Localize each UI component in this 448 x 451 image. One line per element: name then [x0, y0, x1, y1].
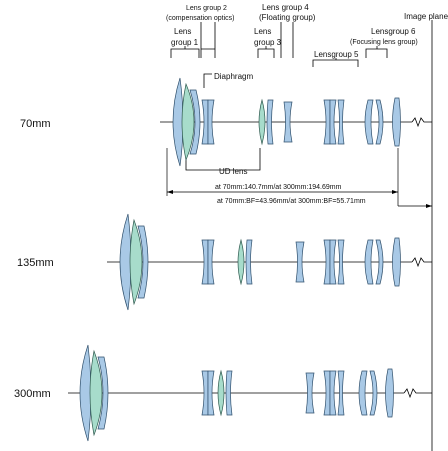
- lens-g1-ud: [181, 82, 195, 162]
- lens-g5-a: [323, 99, 331, 145]
- lens-300-g6-c: [385, 368, 394, 418]
- focal-label-135: 135mm: [17, 257, 54, 269]
- group4-label-line1: Lens group 4: [262, 3, 309, 12]
- lens-300-g1-rear: [97, 356, 109, 430]
- group1-bracket: [170, 46, 200, 58]
- group3-bracket: [257, 46, 275, 58]
- lens-300-g5-a: [323, 370, 331, 416]
- lens-g4: [283, 101, 293, 143]
- length-arrow-right: [392, 190, 398, 194]
- group4-label-line2: (Floating group): [259, 13, 316, 22]
- axis-break-135: [411, 257, 432, 268]
- lens-135-g1-ud: [129, 218, 143, 306]
- lens-135-g6-c: [392, 237, 401, 287]
- axis-break-300: [403, 388, 432, 399]
- diaphragm-leader: [203, 73, 212, 88]
- lens-g2-a: [201, 99, 209, 145]
- lens-300-g2-b: [207, 370, 215, 416]
- lens-135-g5-a: [323, 239, 331, 285]
- lens-300-g4: [305, 372, 315, 414]
- lens-135-g1-front: [119, 213, 132, 311]
- lens-g1-rear: [189, 89, 201, 155]
- group6-label-line2: (Focusing lens group): [350, 39, 418, 46]
- lens-135-g6-a: [364, 239, 374, 285]
- group6-bracket: [365, 46, 388, 58]
- group6-label-line1: Lensgroup 6: [371, 27, 416, 36]
- lens-300-g1-front: [79, 344, 92, 442]
- group3-label-line1: Lens: [254, 27, 271, 36]
- lens-135-g2-b: [207, 239, 215, 285]
- focal-label-300: 300mm: [14, 388, 51, 400]
- lens-135-g4: [295, 241, 305, 283]
- length-note: at 70mm:140.7mm/at 300mm:194.69mm: [215, 184, 342, 191]
- lens-300-g3-b: [225, 370, 233, 416]
- group2-label-line2: (compensation optics): [166, 15, 234, 22]
- bf-note: at 70mm:BF=43.96mm/at 300mm:BF=55.71mm: [217, 198, 366, 205]
- lens-135-g5-b: [329, 239, 337, 285]
- lens-135-g1-rear: [137, 225, 149, 299]
- group2-label-line1: Lens group 2: [186, 5, 227, 12]
- lens-g5-b: [329, 99, 337, 145]
- lens-g6-b: [375, 99, 384, 145]
- lens-135-g6-b: [375, 239, 384, 285]
- lens-300-g1-ud: [89, 349, 103, 437]
- lens-g2-b: [207, 99, 215, 145]
- image-plane-label: Image plane: [404, 12, 448, 21]
- lens-135-g3-a: [237, 238, 245, 286]
- length-arrow-left: [167, 190, 173, 194]
- lens-300-g3-a: [217, 369, 225, 417]
- lens-g3-a: [258, 98, 266, 146]
- group5-bracket: [312, 58, 359, 67]
- group2-bracket: [200, 22, 216, 58]
- focal-label-70: 70mm: [20, 118, 51, 130]
- diaphragm-label: Diaphragm: [214, 72, 253, 81]
- lens-135-g2-a: [201, 239, 209, 285]
- lens-300-g6-b: [369, 370, 378, 416]
- lens-300-g5-c: [337, 370, 345, 416]
- lens-300-g5-b: [329, 370, 337, 416]
- lens-g5-c: [337, 99, 345, 145]
- lens-300-g6-a: [358, 370, 368, 416]
- lens-g3-b: [266, 99, 274, 145]
- group4-bracket: [280, 22, 294, 58]
- group1-label-line2: group 1: [171, 38, 199, 47]
- lens-135-g5-c: [337, 239, 345, 285]
- lens-g6-a: [364, 99, 374, 145]
- lens-g6-c: [392, 97, 401, 147]
- lens-g1-front: [172, 77, 184, 167]
- axis-break-70: [411, 117, 432, 128]
- group5-label: Lensgroup 5: [314, 50, 359, 59]
- group1-label-line1: Lens: [174, 27, 191, 36]
- lens-300-g2-a: [201, 370, 209, 416]
- ud-lens-label: UD lens: [219, 167, 247, 176]
- bf-arrow: [426, 204, 432, 208]
- group3-label-line2: group 3: [254, 38, 282, 47]
- lens-135-g3-b: [245, 239, 253, 285]
